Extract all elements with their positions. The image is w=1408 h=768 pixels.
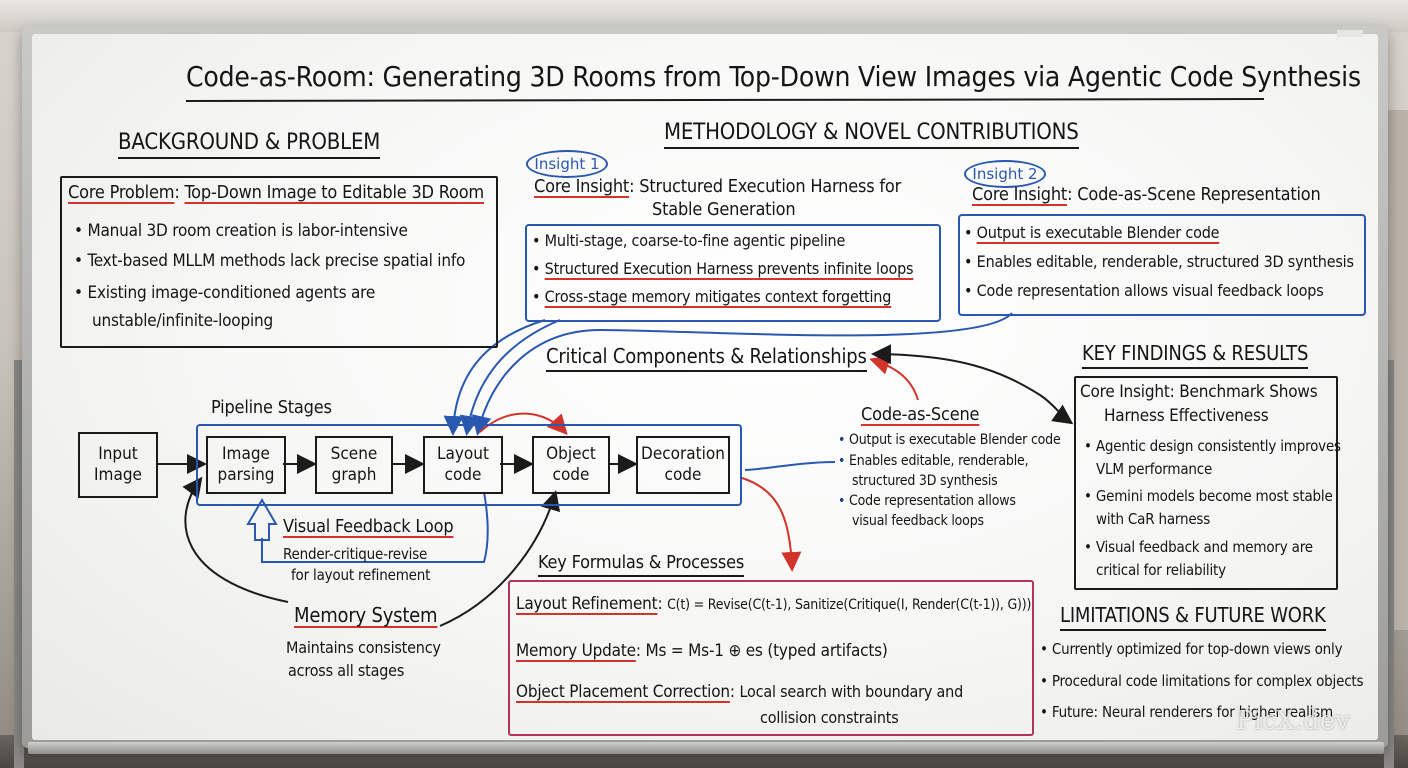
core-problem-header: Core Problem: Top-Down Image to Editable…	[68, 182, 484, 203]
stage-object-code: Object code	[532, 436, 610, 494]
whiteboard	[32, 34, 1378, 740]
findings-box-title: Core Insight: Benchmark Shows	[1080, 382, 1318, 402]
board-title: Code-as-Room: Generating 3D Rooms from T…	[186, 60, 1361, 93]
insight2-bullet: • Enables editable, renderable, structur…	[964, 252, 1354, 271]
limitations-heading: LIMITATIONS & FUTURE WORK	[1060, 603, 1326, 631]
background-bullet-continued: unstable/infinite-looping	[92, 311, 274, 331]
code-as-scene-title: Code-as-Scene	[861, 404, 980, 425]
findings-bullet-cont: with CaR harness	[1096, 510, 1211, 528]
memory-system-line: across all stages	[288, 661, 405, 680]
insight2-bullet: • Code representation allows visual feed…	[964, 281, 1324, 300]
input-image-node: Input Image	[78, 432, 158, 498]
insight1-header: Core Insight: Structured Execution Harne…	[534, 176, 902, 197]
insight1-bullet: • Structured Execution Harness prevents …	[532, 259, 914, 278]
insight1-box	[525, 224, 941, 322]
components-heading: Critical Components & Relationships	[546, 344, 867, 372]
insight2-bullet: • Output is executable Blender code	[964, 223, 1220, 242]
stage-image-parsing: Image parsing	[206, 436, 286, 494]
insight1-header-line2: Stable Generation	[652, 199, 796, 220]
watermark: PicX.dev	[1236, 706, 1350, 736]
limitations-bullet: • Procedural code limitations for comple…	[1040, 672, 1364, 690]
feedback-loop-line: for layout refinement	[291, 566, 431, 584]
formulas-box	[508, 580, 1034, 736]
code-as-scene-line: structured 3D synthesis	[852, 473, 998, 489]
feedback-loop-title: Visual Feedback Loop	[283, 516, 454, 537]
findings-box	[1074, 376, 1338, 590]
code-as-scene-line: • Code representation allows	[838, 493, 1016, 509]
code-as-scene-line: • Output is executable Blender code	[838, 432, 1061, 448]
background-bullet: • Text-based MLLM methods lack precise s…	[74, 251, 466, 271]
stage-layout-code: Layout code	[423, 436, 503, 494]
insight1-bullet: • Cross-stage memory mitigates context f…	[532, 287, 892, 306]
colon-separator: :	[174, 182, 185, 203]
code-as-scene-line: • Enables editable, renderable,	[838, 453, 1029, 469]
whiteboard-stand-right	[1384, 360, 1394, 768]
memory-update: Memory Update: Ms = Ms-1 ⊕ es (typed art…	[516, 641, 888, 661]
insight1-bullet: • Multi-stage, coarse-to-fine agentic pi…	[532, 231, 846, 250]
core-problem-title: Top-Down Image to Editable 3D Room	[184, 182, 485, 203]
background-heading: BACKGROUND & PROBLEM	[118, 130, 380, 159]
feedback-loop-line: Render-critique-revise	[283, 545, 428, 563]
limitations-bullet: • Currently optimized for top-down views…	[1040, 640, 1343, 658]
methodology-heading: METHODOLOGY & NOVEL CONTRIBUTIONS	[664, 120, 1079, 149]
pipeline-label: Pipeline Stages	[211, 397, 332, 418]
stage-scene-graph: Scene graph	[315, 436, 393, 494]
core-problem-box	[60, 176, 498, 348]
object-placement-line: collision constraints	[760, 708, 899, 727]
insight2-box	[958, 214, 1366, 316]
layout-refinement: Layout Refinement: C(t) = Revise(C(t-1),…	[516, 594, 1032, 614]
findings-bullet: • Visual feedback and memory are	[1084, 538, 1313, 556]
memory-system-line: Maintains consistency	[286, 638, 441, 657]
insight1-tag: Insight 1	[526, 150, 608, 178]
findings-bullet-cont: VLM performance	[1096, 460, 1213, 478]
insight2-header: Core Insight: Code-as-Scene Representati…	[972, 184, 1321, 205]
formulas-heading: Key Formulas & Processes	[538, 552, 744, 577]
marker-tray	[28, 742, 1384, 754]
memory-system-title: Memory System	[294, 603, 438, 627]
background-bullet: • Manual 3D room creation is labor-inten…	[74, 221, 408, 241]
core-problem-label: Core Problem	[68, 182, 175, 203]
pipeline-container	[196, 424, 742, 506]
background-bullet: • Existing image-conditioned agents are	[74, 283, 376, 303]
code-as-scene-line: visual feedback loops	[852, 513, 984, 529]
stage-decoration-code: Decoration code	[636, 436, 730, 494]
brand-sticker	[1337, 30, 1363, 37]
object-placement-correction: Object Placement Correction: Local searc…	[516, 682, 964, 702]
findings-bullet: • Agentic design consistently improves	[1084, 437, 1341, 455]
insight2-tag: Insight 2	[964, 160, 1046, 188]
findings-heading: KEY FINDINGS & RESULTS	[1082, 341, 1308, 369]
whiteboard-stand-left	[14, 360, 24, 768]
findings-box-title: Harness Effectiveness	[1104, 406, 1269, 426]
findings-bullet: • Gemini models become most stable	[1084, 487, 1333, 505]
findings-bullet-cont: critical for reliability	[1096, 561, 1226, 579]
limitations-bullet: • Future: Neural renderers for higher re…	[1040, 703, 1333, 721]
